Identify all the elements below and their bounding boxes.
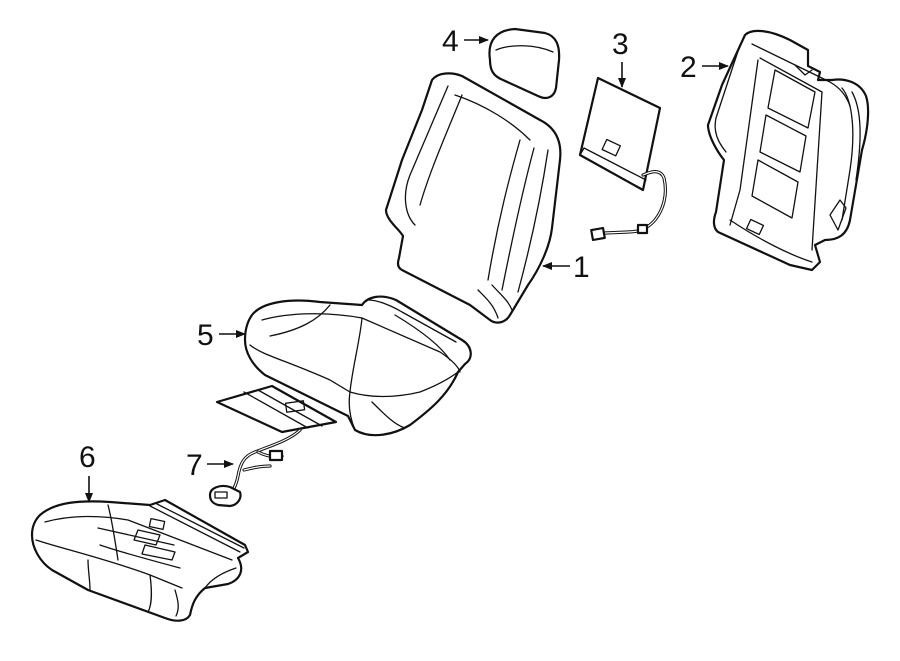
headrest-part: [488, 27, 561, 99]
back-heater-pad-part: [578, 76, 668, 242]
wire-harness-part: [208, 428, 302, 508]
callout-7: 7: [186, 449, 203, 482]
seat-heater-pad-part: [215, 384, 338, 434]
callout-2: 2: [680, 51, 697, 84]
seat-cushion-part: [243, 295, 472, 437]
callout-6: 6: [79, 441, 96, 474]
back-panel-part: [706, 29, 870, 272]
seat-cushion-pad-part: [30, 498, 250, 622]
callout-4: 4: [442, 25, 459, 58]
seat-back-cushion-part: [384, 72, 562, 324]
callout-arrows: [85, 36, 729, 503]
callout-5: 5: [197, 319, 214, 352]
callout-3: 3: [612, 28, 629, 61]
callout-1: 1: [573, 251, 590, 284]
